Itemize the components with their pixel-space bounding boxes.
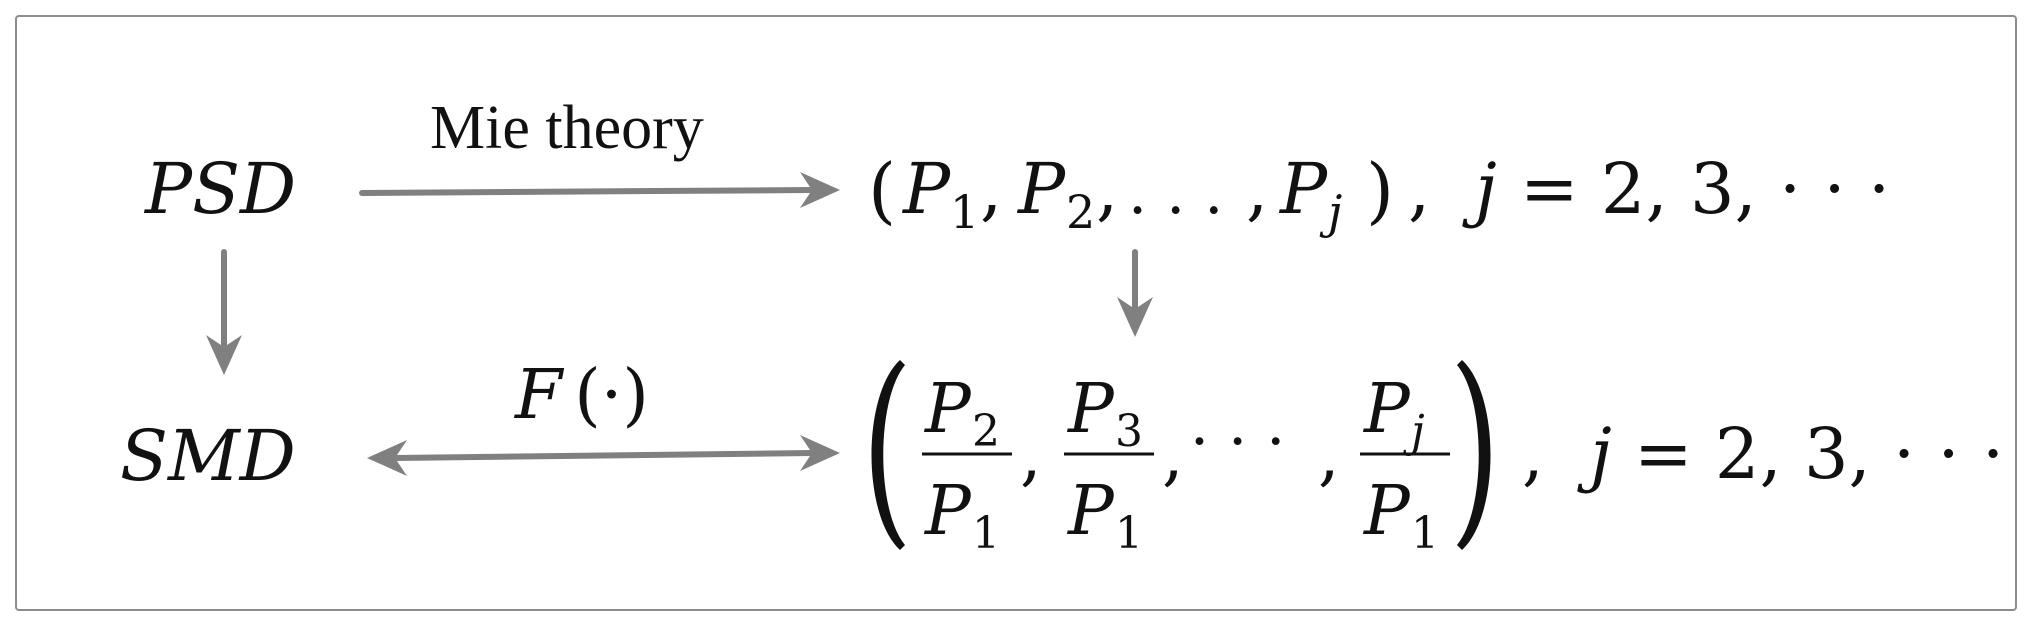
moment-p1: P	[901, 148, 952, 230]
f-dot: ·	[601, 356, 623, 435]
moment-p1-sub: 1	[950, 185, 979, 239]
node-smd: SMD	[120, 415, 296, 497]
frac1-num-sub: 2	[972, 406, 1000, 457]
frac-sep-3: ,	[1318, 416, 1340, 495]
ratios-comma: ,	[1522, 416, 1544, 495]
frac3-num: P	[1362, 370, 1411, 449]
f-paren-open: (	[574, 356, 601, 435]
frac-sep-1: ,	[1020, 416, 1042, 495]
frac1-num: P	[923, 370, 972, 449]
moment-pj: P	[1278, 148, 1329, 230]
moment-p2: P	[1016, 148, 1067, 230]
ratios-open-paren	[871, 360, 905, 550]
diagram-frame	[15, 15, 2017, 611]
frac2-den-sub: 1	[1115, 508, 1143, 559]
moments-open-paren: (	[868, 148, 896, 232]
arrow-moments-to-ratios	[1117, 249, 1153, 337]
f-paren-close: )	[622, 356, 649, 435]
frac-cdots: · · ·	[1190, 407, 1285, 477]
sep-1: ,	[980, 148, 1002, 230]
index-range-top: = 2, 3, · · ·	[1520, 148, 1890, 230]
edge-label-mie-theory: Mie theory	[430, 94, 704, 162]
edge-label-f-of-dot: F(·)	[513, 356, 649, 435]
moments-close-paren: )	[1366, 148, 1394, 232]
moments-comma: ,	[1408, 148, 1430, 230]
frac3-den: P	[1362, 472, 1411, 551]
sep-2: ,	[1096, 148, 1118, 230]
index-range-bottom: = 2, 3, · · ·	[1634, 413, 2004, 495]
f-letter: F	[513, 356, 565, 435]
frac2-den: P	[1066, 472, 1115, 551]
index-j-bottom: j	[1577, 413, 1612, 495]
arrow-psd-to-smd	[206, 249, 242, 375]
arrow-bidirectional-f	[367, 435, 840, 476]
frac1-den-sub: 1	[972, 508, 1000, 559]
moment-p2-sub: 2	[1066, 185, 1095, 239]
ratios-close-paren	[1457, 360, 1491, 550]
frac2-num: P	[1066, 370, 1115, 449]
frac2-num-sub: 3	[1115, 406, 1143, 457]
frac-sep-2: ,	[1162, 416, 1184, 495]
frac1-den: P	[923, 472, 972, 551]
index-j-top: j	[1462, 148, 1497, 230]
sep-3: ,	[1246, 148, 1268, 230]
frac3-den-sub: 1	[1411, 508, 1439, 559]
arrow-mie-theory	[359, 172, 840, 208]
node-psd: PSD	[143, 148, 296, 230]
ellipsis: . . .	[1128, 158, 1223, 228]
ratios-expression: P 2 P 1 , P 3 P 1 , · · · , P j P 1 , j …	[871, 360, 2004, 559]
moments-expression: ( P 1 , P 2 , . . . , P j ) , j = 2, 3, …	[868, 148, 1890, 239]
